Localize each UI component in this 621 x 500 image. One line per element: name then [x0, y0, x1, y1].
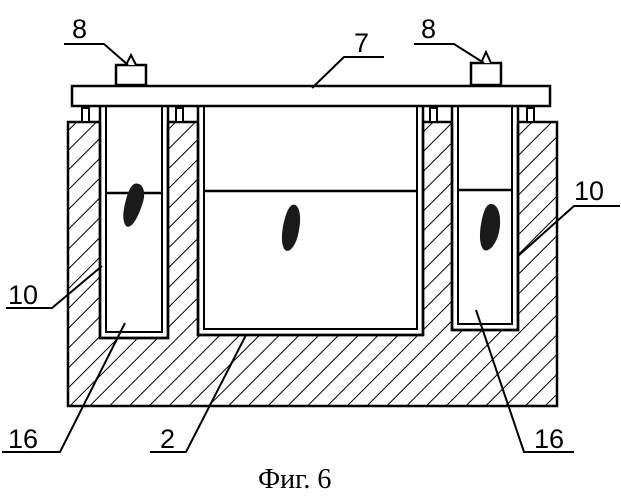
figure-caption: Фиг. 6: [258, 464, 331, 495]
label-2: 2: [160, 424, 175, 454]
post-1: [82, 108, 89, 122]
top-bar: [72, 86, 550, 106]
label-8-left: 8: [72, 14, 87, 44]
leader-8-right: [414, 44, 484, 63]
leader-7: [312, 57, 384, 88]
label-10-left: 10: [8, 280, 38, 310]
label-7: 7: [354, 28, 369, 58]
label-16-right: 16: [534, 424, 564, 454]
left-top-component: [116, 65, 146, 85]
right-top-component: [471, 63, 501, 85]
label-16-left: 16: [8, 424, 38, 454]
post-4: [527, 108, 534, 122]
label-8-right: 8: [421, 14, 436, 44]
leader-8-left: [64, 44, 128, 65]
label-10-right: 10: [574, 176, 604, 206]
post-3: [430, 108, 437, 122]
post-2: [176, 108, 183, 122]
center-container-inner: [204, 104, 417, 329]
